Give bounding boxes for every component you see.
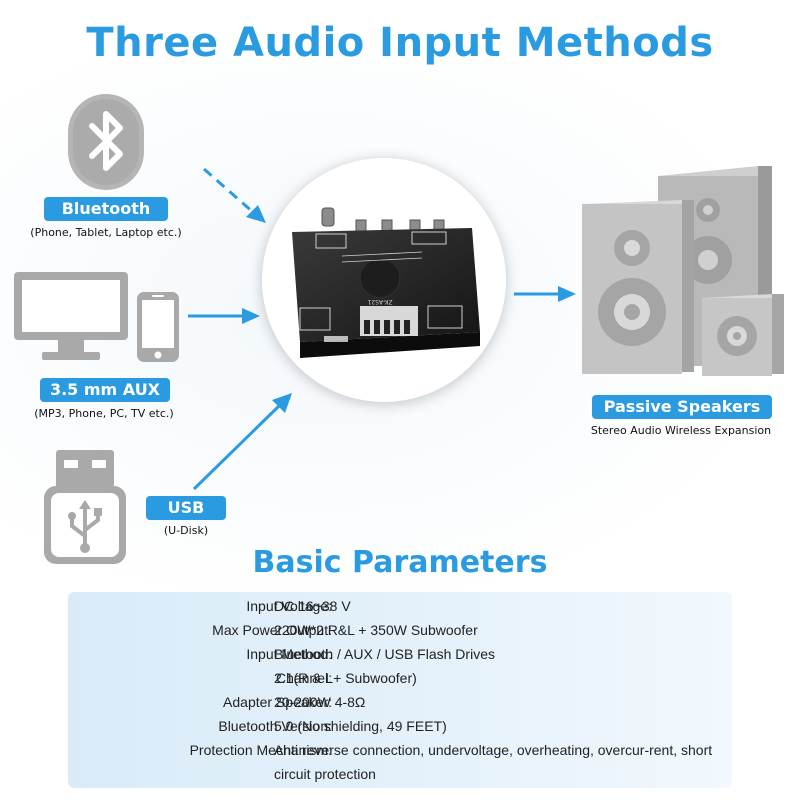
param-value: Anti reverse connection, undervoltage, o… — [274, 742, 713, 782]
bluetooth-arrow — [203, 167, 266, 223]
param-label: Channel: — [275, 670, 332, 686]
usb-arrow — [192, 393, 292, 491]
speakers-icon — [582, 166, 784, 376]
param-label: Max Power Output: — [212, 622, 332, 638]
usb-label: USB — [146, 496, 226, 520]
board-model-label: ZK-AS21 — [367, 298, 392, 305]
amplifier-board-image: ZK-AS21 — [292, 207, 480, 358]
aux-caption: (MP3, Phone, PC, TV etc.) — [34, 407, 174, 420]
param-label: Bluetooth Version: — [218, 718, 332, 734]
bluetooth-caption: (Phone, Tablet, Laptop etc.) — [30, 226, 182, 239]
usb-drive-icon — [44, 450, 126, 564]
params-panel — [68, 592, 732, 788]
param-value: 20-200W 4-8Ω — [274, 694, 366, 710]
param-label: Input Method: — [246, 646, 332, 662]
param-label: Protection Mechanism: — [189, 742, 332, 758]
bluetooth-icon — [68, 94, 144, 190]
param-value: 220W*2 R&L + 350W Subwoofer — [274, 622, 478, 638]
bluetooth-label: Bluetooth — [44, 197, 168, 221]
speakers-label: Passive Speakers — [592, 395, 772, 419]
monitor-icon — [14, 272, 128, 360]
usb-caption: (U-Disk) — [163, 524, 209, 537]
param-value: DC 16~38 V — [274, 598, 351, 614]
speakers-caption: Stereo Audio Wireless Expansion — [590, 424, 772, 437]
aux-arrow — [188, 308, 260, 324]
param-label: Adapter Speaker: — [223, 694, 332, 710]
param-value: Bluetooth / AUX / USB Flash Drives — [274, 646, 495, 662]
phone-icon — [137, 292, 179, 362]
param-value: 5.0 (No shielding, 49 FEET) — [274, 718, 447, 734]
aux-label: 3.5 mm AUX — [40, 378, 170, 402]
param-label: Input Voltage: — [246, 598, 332, 614]
page-title: Three Audio Input Methods — [86, 20, 714, 66]
output-arrow — [514, 286, 576, 302]
param-value: 2.1(R & L+ Subwoofer) — [274, 670, 417, 686]
params-title: Basic Parameters — [252, 545, 548, 580]
